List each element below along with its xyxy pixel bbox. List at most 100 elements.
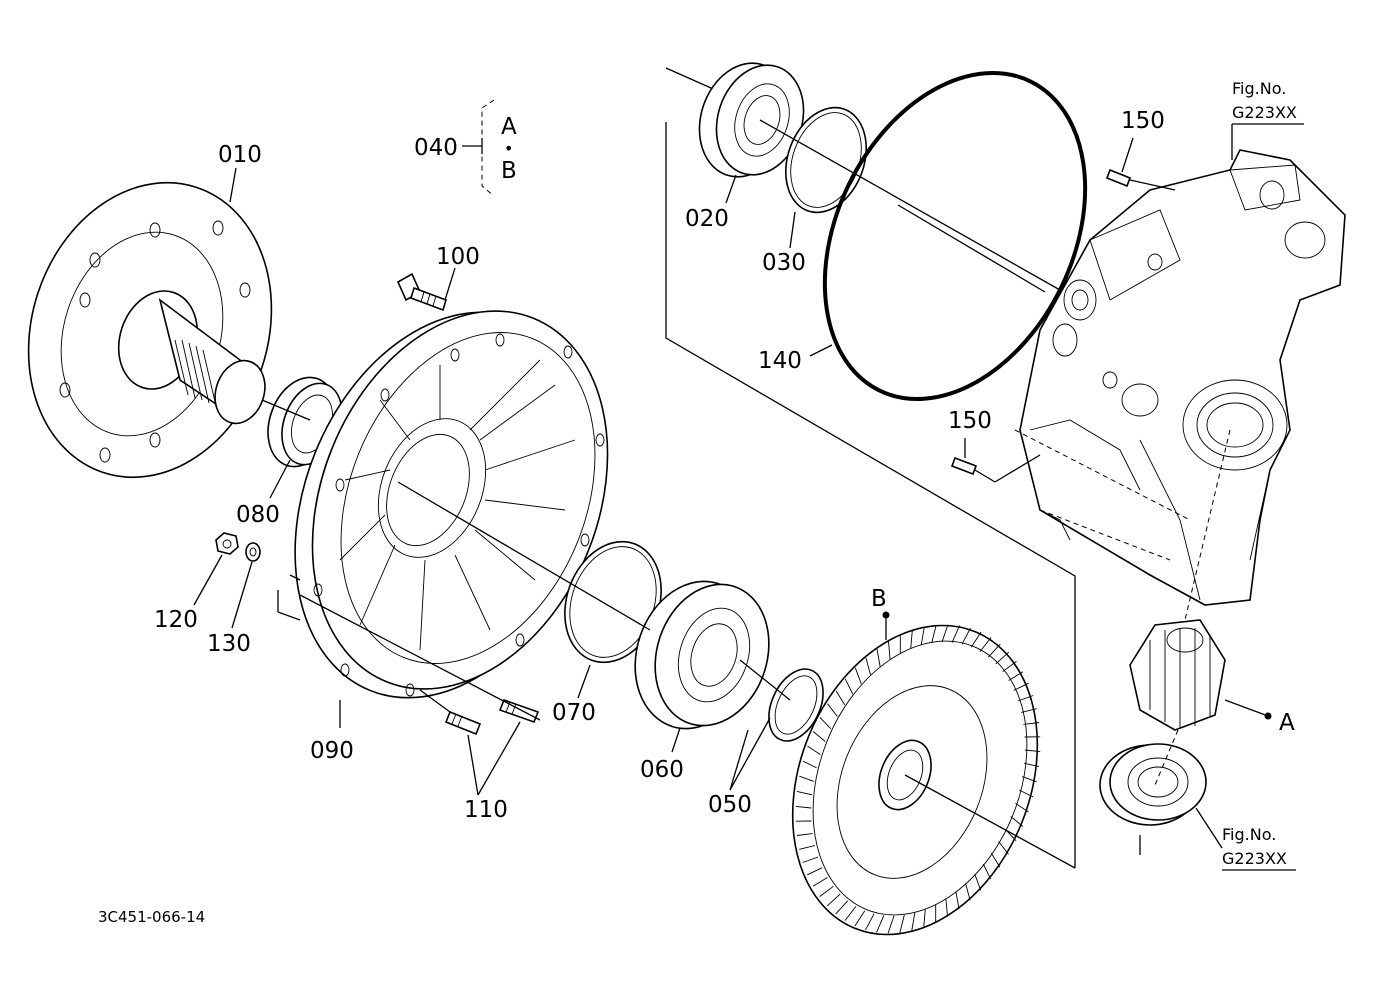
gear-tooth [827, 703, 838, 717]
center-lines [261, 119, 1231, 869]
gear-teeth [795, 624, 1041, 934]
gear-tooth [844, 906, 857, 921]
fig-ref-bottom-line1: Fig.No. [1222, 825, 1276, 844]
gear-tooth [965, 883, 971, 901]
gear-tooth [1022, 776, 1037, 783]
gear-tooth [1013, 682, 1029, 691]
gear-tooth [854, 667, 862, 685]
label-060: 060 [640, 757, 684, 783]
gear-tooth [819, 885, 834, 897]
gear-tooth [812, 731, 826, 742]
ball-bearing-060-part [634, 580, 770, 730]
gear-tooth [923, 909, 926, 928]
fig-ref-top-line2: G223XX [1232, 103, 1297, 122]
gear-tooth [876, 915, 885, 933]
dowel-pin-lower [950, 456, 978, 476]
gear-tooth [876, 648, 881, 667]
gear-tooth [799, 775, 814, 782]
gear-tooth [1023, 762, 1040, 768]
lower-bearing-part [1099, 743, 1207, 826]
gear-tooth [920, 626, 925, 646]
gear-tooth [982, 863, 992, 880]
label-040: 040 [414, 135, 458, 161]
label-110: 110 [464, 797, 508, 823]
gear-tooth [1008, 671, 1024, 681]
label-050: 050 [708, 792, 752, 818]
gear-tooth [987, 643, 1001, 658]
gear-tooth [979, 637, 992, 652]
callout-dot-a [1264, 712, 1272, 720]
label-010: 010 [218, 142, 262, 168]
gear-tooth [1002, 661, 1017, 673]
label-120: 120 [154, 607, 198, 633]
gear-tooth [1017, 695, 1034, 702]
o-ring-140-part [822, 70, 1088, 402]
label-100: 100 [436, 244, 480, 270]
gear-tooth [995, 651, 1010, 665]
fig-ref-lines [1195, 123, 1304, 871]
gear-tooth [802, 856, 819, 863]
label-070: 070 [552, 700, 596, 726]
label-030: 030 [762, 250, 806, 276]
gear-tooth [888, 641, 891, 660]
gear-tooth [835, 690, 846, 706]
washer-part [245, 542, 261, 562]
label-090: 090 [310, 738, 354, 764]
gear-tooth [854, 910, 866, 927]
gear-tooth [961, 627, 971, 645]
label-140: 140 [758, 348, 802, 374]
gear-tooth [1015, 803, 1029, 813]
dowel-pin-upper [1105, 168, 1132, 188]
label-130: 130 [207, 631, 251, 657]
nut-part [215, 532, 239, 555]
variant-b: B [501, 158, 517, 184]
gear-tooth [1010, 816, 1024, 827]
gear-tooth [865, 657, 871, 675]
gear-tooth [795, 805, 812, 809]
gear-tooth [844, 678, 854, 695]
fig-ref-bottom-line2: G223XX [1222, 849, 1287, 868]
pinion-gear-part [1129, 619, 1226, 731]
gear-tooth [807, 867, 823, 876]
gear-tooth [807, 745, 821, 755]
callout-a: A [1279, 710, 1295, 736]
gear-tooth [911, 912, 916, 932]
differential-case-part [1019, 149, 1346, 606]
gear-tooth [1019, 789, 1034, 798]
stud-bolts-part [444, 698, 540, 736]
variant-a: A [501, 114, 517, 140]
label-020: 020 [685, 206, 729, 232]
gear-tooth [819, 716, 832, 730]
shim-rings-part [768, 668, 824, 742]
gear-tooth [799, 845, 815, 850]
gear-tooth [951, 625, 960, 643]
leader-lines [193, 137, 1269, 796]
gear-tooth [802, 760, 817, 769]
gear-tooth [899, 914, 905, 934]
gear-tooth [910, 630, 913, 649]
gear-tooth [796, 790, 813, 796]
gear-tooth [970, 631, 982, 648]
variant-dot: • [504, 139, 513, 158]
gear-tooth [887, 915, 895, 934]
label-080: 080 [236, 502, 280, 528]
gear-tooth [974, 873, 982, 891]
gear-tooth [955, 891, 960, 910]
variant-bracket [462, 99, 495, 197]
gear-tooth [941, 624, 949, 643]
label-150-upper: 150 [1121, 108, 1165, 134]
label-150-lower: 150 [948, 408, 992, 434]
gear-tooth [1024, 749, 1041, 753]
bearing-housing-part [294, 310, 609, 699]
gear-tooth [1023, 722, 1040, 725]
bolt-part [396, 272, 447, 312]
fig-ref-top-line1: Fig.No. [1232, 79, 1286, 98]
flange-shaft-part [27, 181, 273, 479]
gear-tooth [998, 841, 1009, 855]
gear-tooth [865, 913, 875, 931]
gear-tooth [826, 893, 841, 907]
gear-tooth [796, 833, 813, 836]
gear-tooth [945, 898, 948, 917]
gear-tooth [931, 624, 937, 644]
gear-tooth [990, 852, 1001, 868]
